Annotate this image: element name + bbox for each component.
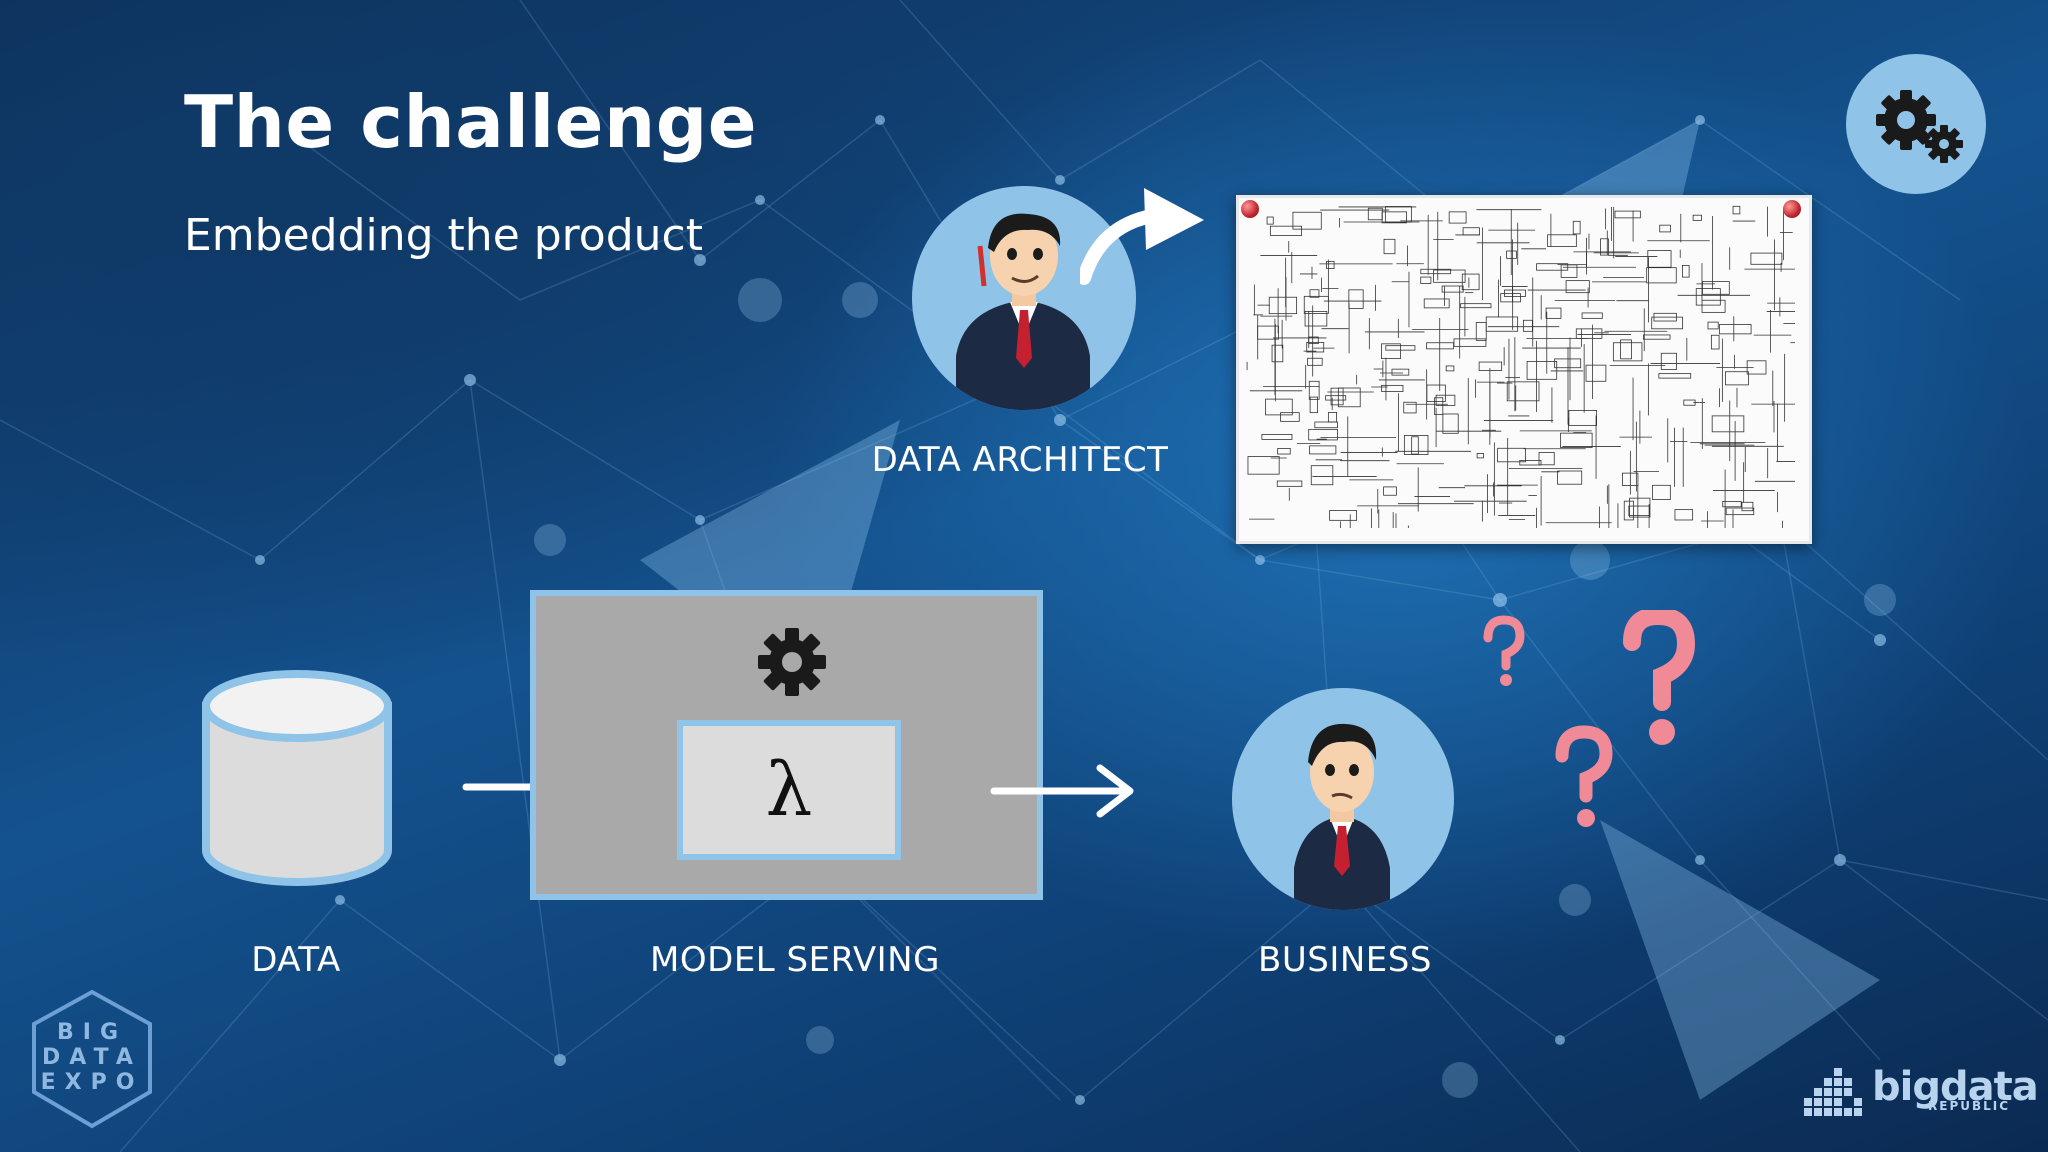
logo-line: BIG [56, 1020, 127, 1045]
logo-line: EXPO [40, 1070, 144, 1095]
big-data-expo-logo: BIG DATA EXPO [28, 988, 156, 1130]
model-serving-box: λ [530, 590, 1043, 900]
database-cylinder-icon [202, 670, 392, 886]
confused-person-icon [1232, 688, 1454, 910]
question-marks-icon [1483, 610, 1696, 827]
bigdata-republic-logo-icon [1804, 1068, 1862, 1116]
logo-line: DATA [42, 1045, 142, 1070]
pin-icon [1783, 200, 1801, 218]
brand-name: bigdata [1872, 1064, 2039, 1110]
curved-arrow-icon [1080, 188, 1204, 285]
slide-subtitle: Embedding the product [184, 210, 703, 261]
lambda-symbol: λ [765, 747, 813, 833]
architecture-blueprint-image [1236, 195, 1812, 544]
pin-icon [1241, 200, 1259, 218]
data-architect-label: DATA ARCHITECT [871, 440, 1169, 480]
brand-subtitle: REPUBLIC [1928, 1099, 2011, 1113]
gears-icon [1846, 54, 1986, 194]
lambda-function-box: λ [677, 720, 901, 860]
business-label: BUSINESS [1258, 940, 1432, 980]
right-arrow-icon [990, 764, 1134, 818]
data-label: DATA [251, 940, 341, 980]
person-with-pencil-icon [912, 186, 1136, 410]
gear-icon [758, 628, 826, 696]
slide-title: The challenge [184, 80, 758, 164]
model-serving-label: MODEL SERVING [650, 940, 940, 980]
